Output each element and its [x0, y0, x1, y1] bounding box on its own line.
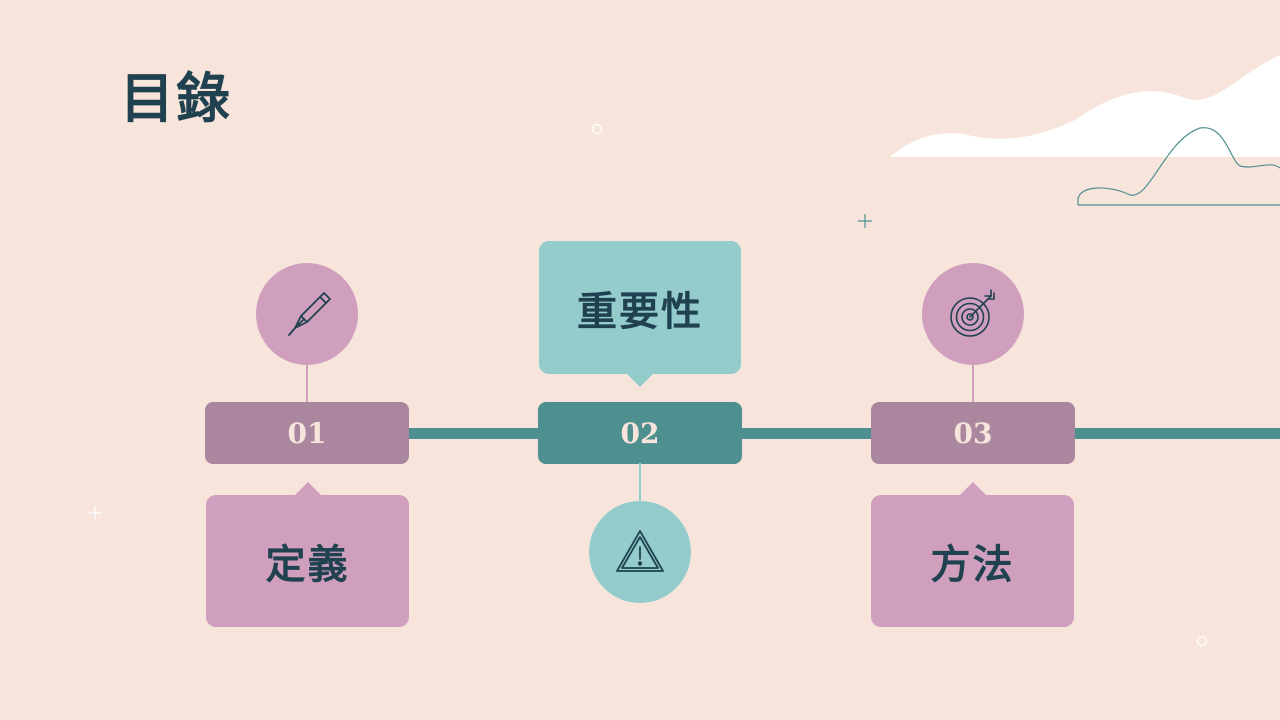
target-icon — [950, 289, 995, 337]
sparkle-decoration — [858, 214, 872, 228]
step-3-icon-circle — [922, 263, 1024, 365]
ring-decoration — [591, 123, 603, 135]
pointer — [958, 482, 987, 496]
step-3-number: 03 — [871, 402, 1075, 464]
step-1-label: 定義 — [265, 542, 350, 588]
step-2-label: 重要性 — [577, 288, 703, 335]
connector-line — [639, 463, 641, 503]
warning-icon — [616, 530, 664, 572]
step-2-number: 02 — [538, 402, 742, 464]
pointer — [626, 373, 654, 387]
connector-line — [972, 363, 974, 403]
sparkle-decoration — [88, 506, 102, 520]
step-3-label: 方法 — [930, 542, 1015, 588]
step-2-icon-circle — [589, 501, 691, 603]
pointer — [293, 482, 322, 496]
pen-icon — [288, 292, 331, 336]
page-title: 目錄 — [120, 67, 232, 130]
step-1-icon-circle — [256, 263, 358, 365]
connector-line — [306, 363, 308, 403]
timeline-line — [409, 428, 1280, 439]
step-2-label-box: 重要性 — [539, 241, 741, 387]
step-1-number: 01 — [205, 402, 409, 464]
ring-decoration — [1196, 635, 1208, 647]
wave-line — [1077, 127, 1280, 205]
step-3-label-box: 方法 — [871, 482, 1074, 627]
step-1-label-box: 定義 — [206, 482, 409, 627]
cloud-shape — [890, 55, 1280, 157]
